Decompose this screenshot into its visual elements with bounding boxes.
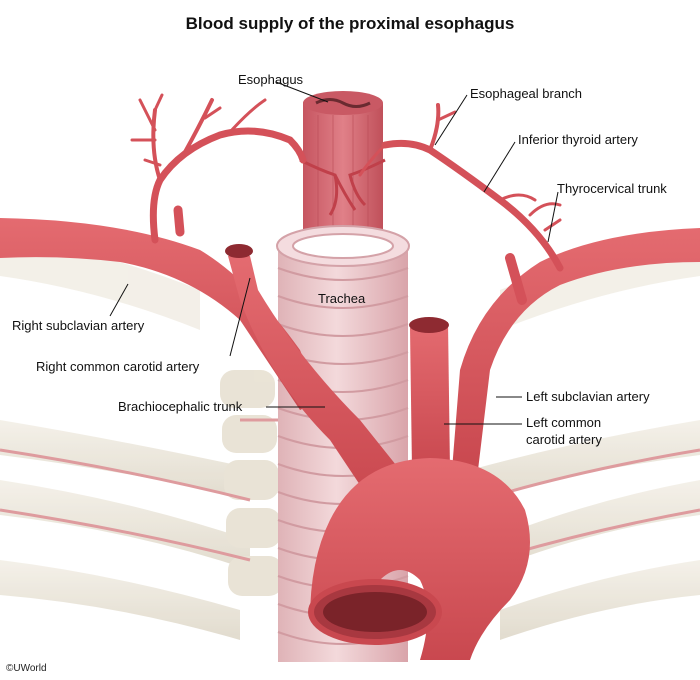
esophagus (299, 91, 386, 243)
right-inferior-thyroid-artery (130, 93, 307, 244)
label-right-common-carotid-artery: Right common carotid artery (36, 359, 200, 374)
label-left-common-carotid-artery-line2: carotid artery (526, 432, 602, 447)
aortic-arch (308, 458, 530, 660)
label-esophageal-branch: Esophageal branch (470, 86, 583, 101)
brachiocephalic-trunk (225, 244, 400, 500)
label-esophagus: Esophagus (238, 72, 304, 87)
label-left-subclavian-artery: Left subclavian artery (526, 389, 650, 404)
label-thyrocervical-trunk: Thyrocervical trunk (557, 181, 667, 196)
label-inferior-thyroid-artery: Inferior thyroid artery (518, 132, 638, 147)
label-right-subclavian-artery: Right subclavian artery (12, 318, 145, 333)
label-brachiocephalic-trunk: Brachiocephalic trunk (118, 399, 243, 414)
copyright-text: ©UWorld (6, 663, 47, 674)
left-inferior-thyroid-artery (358, 103, 564, 272)
label-trachea: Trachea (318, 291, 366, 306)
diagram-title: Blood supply of the proximal esophagus (185, 14, 515, 33)
label-left-common-carotid-artery-line1: Left common (526, 415, 602, 430)
leader-lines (109, 81, 559, 425)
left-subclavian-artery (452, 228, 700, 470)
left-common-carotid-artery (409, 317, 450, 470)
